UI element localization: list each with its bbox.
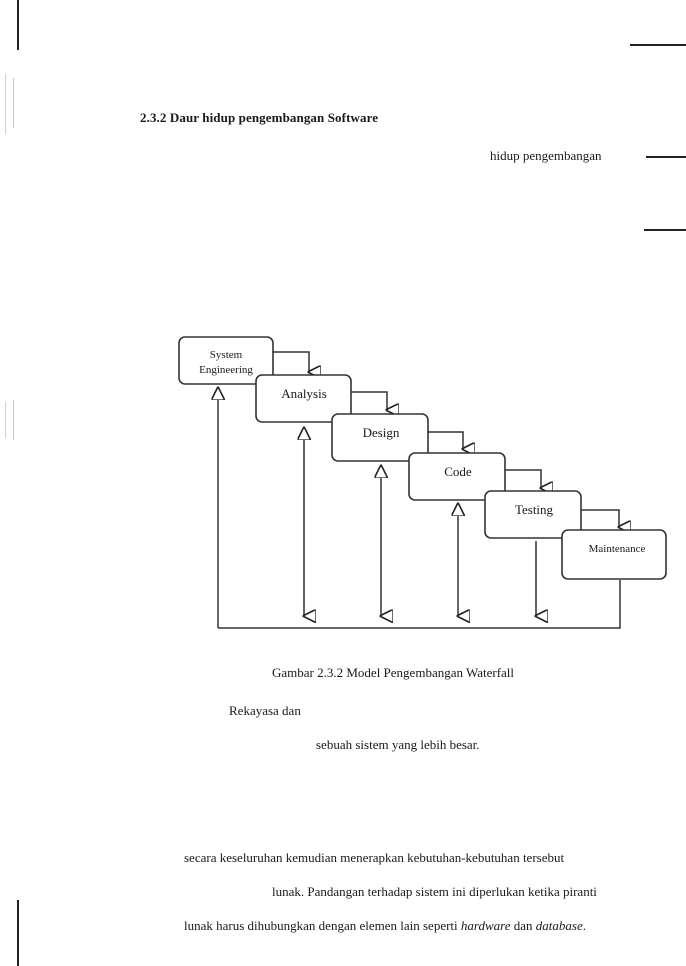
paragraph-line-a: hidup pengembangan — [490, 148, 602, 163]
stage-label-testing: Testing — [515, 502, 554, 517]
connector-2 — [351, 391, 387, 410]
section-heading: 2.3.2 Daur hidup pengembangan Software — [140, 110, 379, 125]
paragraph-line-f-end: . — [582, 918, 586, 933]
connector-5 — [581, 509, 619, 527]
stage-label-analysis: Analysis — [281, 386, 327, 401]
term-hardware: hardware — [460, 918, 511, 933]
scan-speck-4 — [13, 400, 14, 440]
scan-speck-1 — [5, 74, 6, 134]
paragraph-line-b: Rekayasa dan — [229, 703, 301, 718]
paragraph-line-e: lunak. Pandangan terhadap sistem ini dip… — [272, 884, 597, 899]
stage-label-engineering: Engineering — [199, 364, 253, 376]
paragraph-line-d: secara keseluruhan kemudian menerapkan k… — [184, 850, 565, 865]
stage-box-testing — [484, 490, 582, 539]
stage-box-analysis — [255, 374, 352, 423]
right-edge-rule-3 — [644, 229, 686, 231]
stage-label-code: Code — [444, 464, 472, 479]
stage-label-system: System — [210, 349, 243, 361]
connector-4 — [505, 469, 541, 488]
scan-speck-3 — [5, 402, 6, 438]
stage-box-design — [331, 413, 429, 462]
paragraph-line-c: sebuah sistem yang lebih besar. — [316, 737, 480, 752]
left-margin-line-top — [17, 0, 19, 50]
paragraph-line-f: lunak harus dihubungkan dengan elemen la… — [184, 918, 586, 934]
paragraph-line-f-mid: dan — [510, 918, 536, 933]
stage-label-maintenance: Maintenance — [589, 543, 646, 555]
feedback-bottom-line — [218, 580, 621, 629]
connector-3 — [428, 431, 463, 449]
stage-box-code — [408, 452, 506, 501]
paragraph-line-f-start: lunak harus dihubungkan dengan elemen la… — [184, 918, 461, 933]
stage-label-design: Design — [363, 425, 400, 440]
stage-box-system-engineering — [178, 336, 274, 385]
term-database: database — [535, 918, 583, 933]
stage-box-maintenance — [561, 529, 667, 580]
scan-speck-2 — [13, 78, 14, 128]
figure-caption: Gambar 2.3.2 Model Pengembangan Waterfal… — [272, 665, 515, 680]
right-edge-rule-1 — [630, 44, 686, 46]
right-edge-rule-2 — [646, 156, 686, 158]
connector-1 — [273, 351, 309, 372]
left-margin-line-bottom — [17, 900, 19, 966]
